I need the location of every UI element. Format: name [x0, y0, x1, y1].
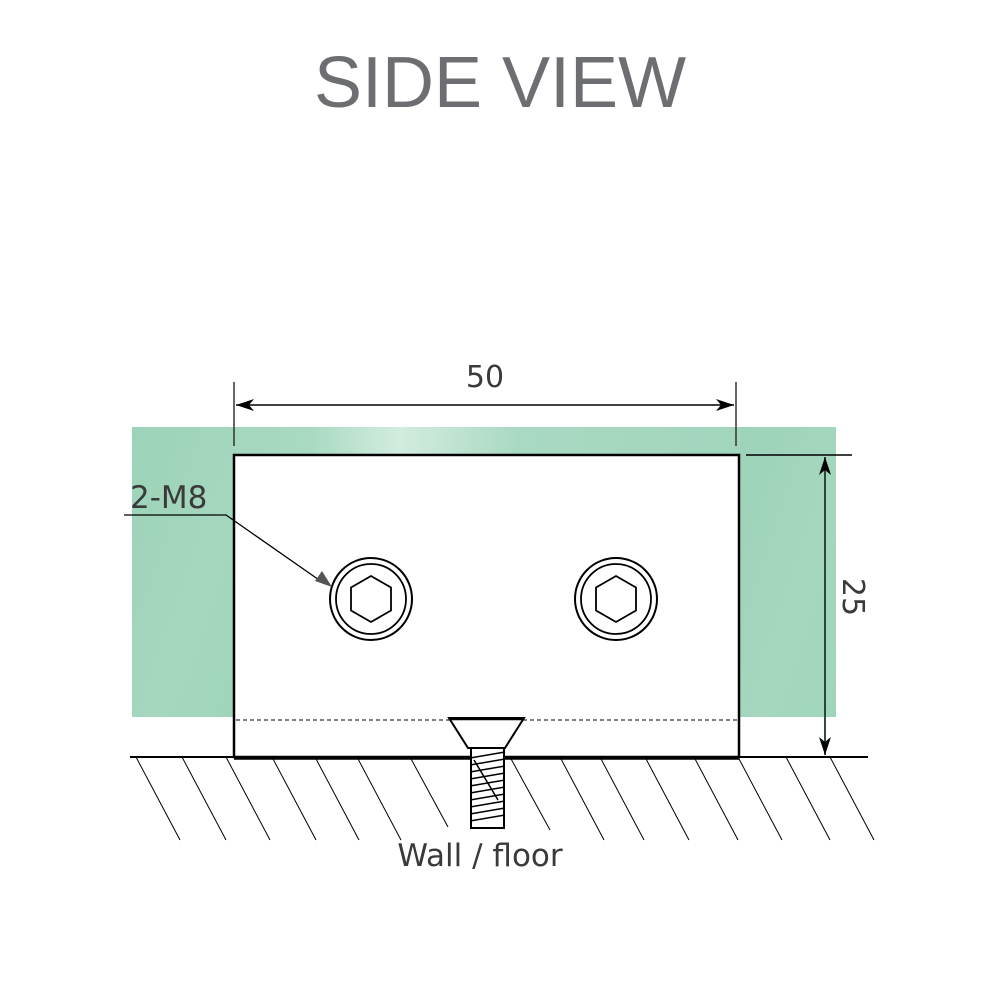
glass-panel-left: [132, 427, 234, 717]
hatch-line: [271, 756, 317, 841]
bolt-outer-ring: [329, 557, 413, 641]
width-dimension-label: 50: [466, 360, 504, 395]
bolt-left: [329, 557, 413, 641]
bolt-right: [574, 557, 658, 641]
thread-line: [469, 772, 506, 780]
thread-line: [469, 751, 506, 759]
hatch-line: [509, 756, 551, 831]
hatch-line: [314, 756, 360, 841]
width-arrow-right: [716, 399, 734, 411]
screw-thread: [469, 751, 506, 822]
hatch-line: [737, 756, 783, 841]
hatch-line: [181, 756, 227, 841]
height-arrow-bottom: [819, 737, 831, 755]
thread-line: [469, 800, 506, 808]
height-dimension-label: 25: [835, 578, 870, 616]
bolt-callout: 2-M8: [124, 480, 332, 587]
wall-floor-label: Wall / floor: [397, 838, 563, 874]
thread-line: [469, 793, 506, 801]
width-dimension: 50: [233, 360, 737, 446]
thread-line: [473, 759, 499, 801]
hatch-line: [785, 756, 831, 841]
thread-line: [469, 765, 506, 773]
height-arrow-top: [819, 457, 831, 475]
bolt-inner-ring: [580, 563, 652, 635]
thread-line: [469, 807, 506, 815]
bolt-inner-ring: [335, 563, 407, 635]
diagram-title: SIDE VIEW: [314, 43, 686, 123]
hatch-line: [599, 756, 645, 841]
bolt-callout-label: 2-M8: [130, 480, 207, 516]
glass-panel: [132, 427, 836, 717]
hex-socket-icon: [595, 574, 637, 624]
hatch-line: [693, 756, 739, 841]
hatch-line: [409, 756, 449, 828]
countersunk-screw: [447, 717, 526, 829]
hatch-line: [225, 756, 271, 841]
glass-panel-right: [740, 427, 836, 717]
hex-socket-icon: [350, 574, 392, 624]
hatching: [135, 756, 875, 841]
bolt-outer-ring: [574, 557, 658, 641]
hatch-line: [356, 756, 402, 841]
hatch-line: [559, 756, 605, 841]
width-arrow-left: [236, 399, 254, 411]
hatch-line: [135, 756, 181, 841]
glass-panel-top-band: [132, 427, 836, 455]
thread-line: [469, 786, 506, 794]
clamp-body: [232, 453, 741, 759]
callout-leader-line: [124, 514, 323, 583]
callout-arrowhead-icon: [315, 571, 332, 587]
hatch-line: [829, 756, 875, 841]
thread-line: [469, 814, 506, 822]
hatch-line: [644, 756, 690, 841]
